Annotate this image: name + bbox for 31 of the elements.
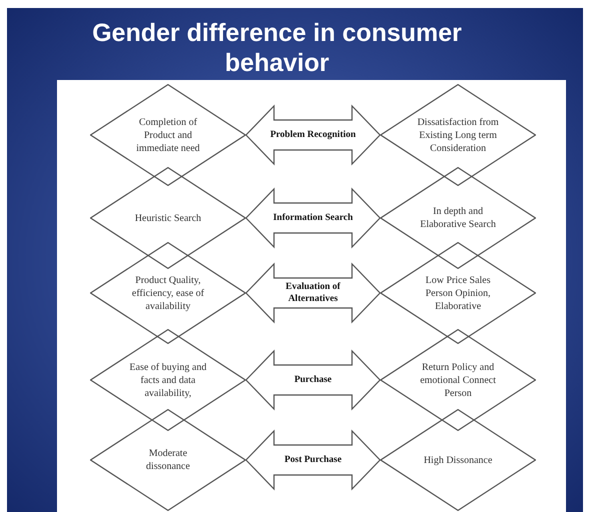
diamond-text: High Dissonance [422,454,494,466]
diamond-shape [380,167,536,269]
diamond-shape [380,329,536,431]
diamond-text: In depth and Elaborative Search [419,205,497,231]
double-block-arrow [245,350,381,410]
diamond-shape [380,242,536,344]
double-block-arrow [245,430,381,490]
edge-label: Evaluation of Alternatives [284,281,342,305]
diamond-shape [380,409,536,511]
diamond-shape [90,167,246,269]
diamond-text: Ease of buying and facts and data availability, [128,360,208,400]
diamond-text: Heuristic Search [134,212,202,224]
diamond-shape [90,329,246,431]
double-block-arrow [245,104,381,166]
slide-title: Gender difference in consumer behavior [91,18,463,78]
edge-label: Post Purchase [283,454,343,466]
diamond-shape [380,84,536,186]
double-block-arrow [245,262,381,324]
diamond-text: Return Policy and emotional Connect Person [419,360,497,400]
diamond-text: Low Price Sales Person Opinion, Elaborative [424,274,492,312]
double-block-arrow [245,188,381,248]
diamond-text: Moderate dissonance [145,447,191,473]
edge-label: Problem Recognition [269,129,357,141]
diamond-shape [90,84,246,186]
diamond-text: Product Quality, efficiency, ease of availability [130,274,206,312]
diamond-text: Completion of Product and immediate need [135,116,201,154]
diamond-shape [90,409,246,511]
edge-label: Information Search [272,212,354,224]
diamond-shape [90,242,246,344]
diamond-text: Dissatisfaction from Existing Long term Consideration [417,116,499,154]
edge-label: Purchase [293,374,333,386]
